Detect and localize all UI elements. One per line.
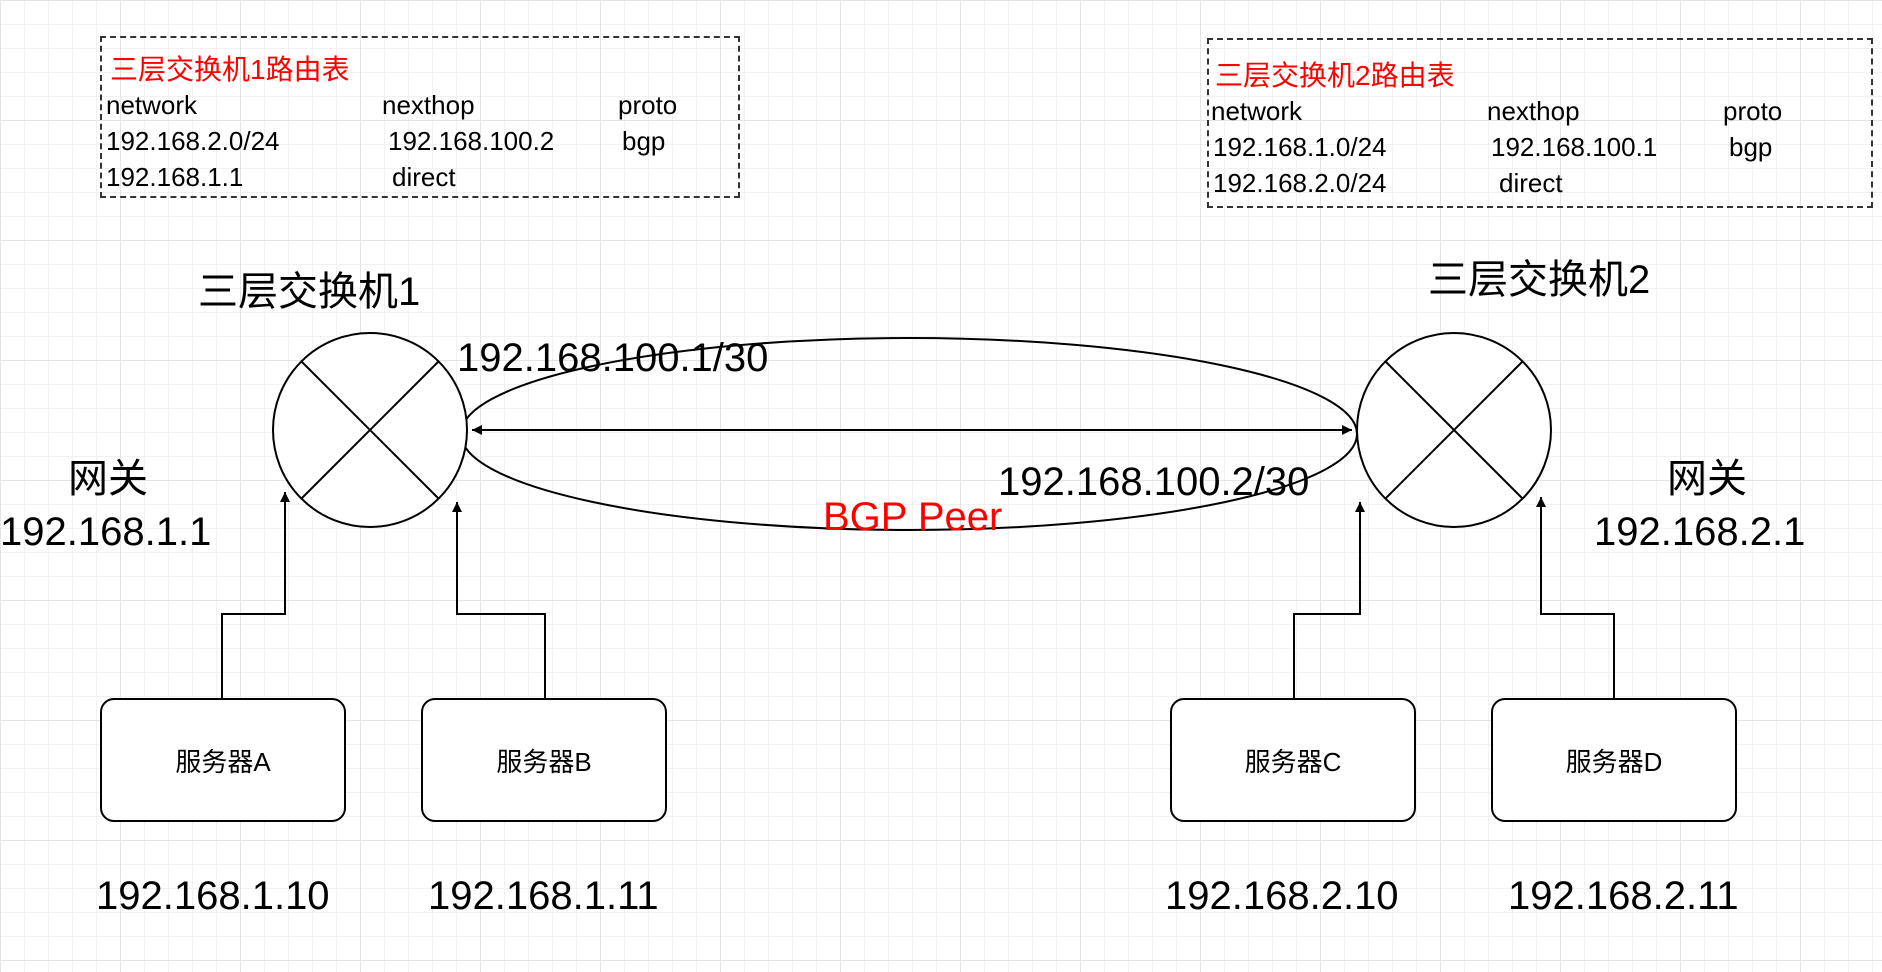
server-d[interactable]: 服务器D [1491, 698, 1737, 822]
route-table-2: 三层交换机2路由表 network nexthop proto 192.168.… [1207, 38, 1873, 208]
switch-1-title: 三层交换机1 [198, 270, 421, 314]
route-table-1-header-network: network [106, 90, 198, 120]
server-c-label: 服务器C [1244, 746, 1342, 777]
gateway-1-ip: 192.168.1.1 [0, 510, 212, 554]
route-table-2-header-nexthop: nexthop [1487, 96, 1580, 126]
switch-2-title: 三层交换机2 [1428, 258, 1651, 302]
server-d-label: 服务器D [1565, 746, 1663, 777]
server-c-uplink [1293, 502, 1365, 698]
switch-1-interface-ip: 192.168.100.1/30 [457, 336, 769, 380]
route-table-1-title: 三层交换机1路由表 [110, 54, 350, 85]
bgp-peer-label: BGP Peer [823, 495, 1003, 539]
route-table-2-row-2-network: 192.168.2.0/24 [1213, 168, 1387, 198]
switch-2-icon[interactable] [1356, 332, 1552, 528]
server-d-ip: 192.168.2.11 [1508, 874, 1739, 918]
server-a-ip: 192.168.1.10 [96, 874, 330, 918]
server-a[interactable]: 服务器A [100, 698, 346, 822]
server-d-uplink [1536, 497, 1615, 698]
route-table-1-row-2-nexthop: direct [392, 162, 456, 192]
route-table-1-row-1-network: 192.168.2.0/24 [106, 126, 280, 156]
route-table-2-row-2-nexthop: direct [1499, 168, 1563, 198]
route-table-1-row-1-proto: bgp [622, 126, 666, 156]
gateway-1-label: 网关 [68, 457, 148, 501]
route-table-2-header-proto: proto [1723, 96, 1783, 126]
route-table-2-title: 三层交换机2路由表 [1215, 60, 1455, 91]
route-table-1-header-nexthop: nexthop [382, 90, 475, 120]
route-table-1-row-2-network: 192.168.1.1 [106, 162, 244, 192]
server-b[interactable]: 服务器B [421, 698, 667, 822]
switch-1-icon[interactable] [272, 332, 468, 528]
server-c-ip: 192.168.2.10 [1165, 874, 1399, 918]
route-table-2-row-1-network: 192.168.1.0/24 [1213, 132, 1387, 162]
server-c[interactable]: 服务器C [1170, 698, 1416, 822]
route-table-1-header-proto: proto [618, 90, 678, 120]
route-table-2-row-1-nexthop: 192.168.100.1 [1491, 132, 1658, 162]
switch-2-interface-ip: 192.168.100.2/30 [998, 460, 1310, 504]
server-b-ip: 192.168.1.11 [428, 874, 659, 918]
server-a-label: 服务器A [175, 746, 271, 777]
gateway-2-ip: 192.168.2.1 [1594, 510, 1806, 554]
route-table-1-row-1-nexthop: 192.168.100.2 [388, 126, 555, 156]
server-b-label: 服务器B [496, 746, 592, 777]
route-table-2-header-network: network [1211, 96, 1303, 126]
route-table-2-row-1-proto: bgp [1729, 132, 1773, 162]
route-table-1: 三层交换机1路由表 network nexthop proto 192.168.… [100, 36, 740, 198]
server-b-uplink [452, 502, 546, 698]
gateway-2-label: 网关 [1667, 457, 1747, 501]
server-a-uplink [221, 492, 290, 698]
